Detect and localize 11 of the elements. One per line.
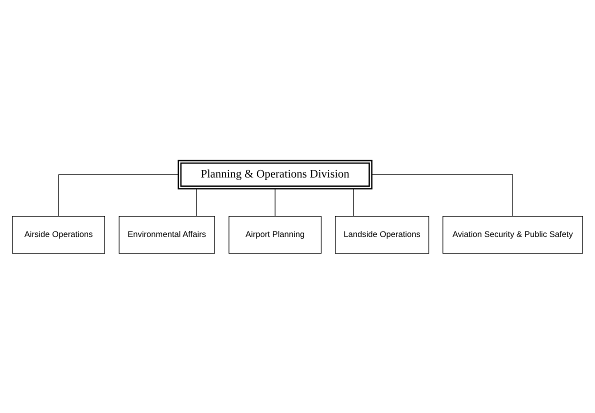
node-box: Airside Operations (12, 215, 106, 254)
node-box: Aviation Security & Public Safety (442, 215, 583, 254)
connector (58, 174, 179, 216)
node-box: Landside Operations (334, 215, 430, 254)
connector (353, 188, 354, 216)
node-box: Planning & Operations Division (178, 159, 372, 189)
node-box: Environmental Affairs (118, 215, 215, 254)
node-box: Airport Planning (228, 215, 322, 254)
connector (196, 188, 197, 216)
connector (274, 188, 276, 216)
connector (372, 174, 514, 216)
